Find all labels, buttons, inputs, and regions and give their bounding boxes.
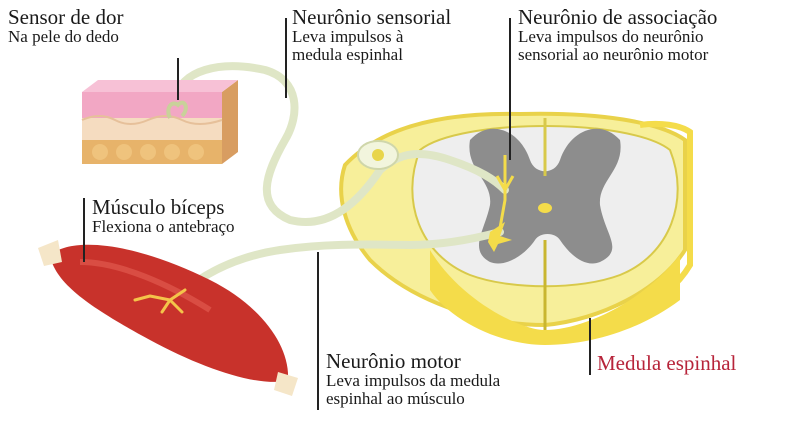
skin-dermis [82,118,222,140]
label-association-neuron: Neurônio de associação Leva impulsos do … [518,6,717,64]
biceps-muscle-body [50,245,288,382]
biceps-muscle [38,240,298,396]
motor-neuron-line2: espinhal ao músculo [326,390,500,408]
spinal-cord-title: Medula espinhal [597,352,736,374]
sensory-neuron-line1: Leva impulsos à [292,28,451,46]
label-sensory-neuron: Neurônio sensorial Leva impulsos à medul… [292,6,451,64]
fat-cell [92,144,108,160]
sensory-neuron-title: Neurônio sensorial [292,6,451,28]
biceps-tendon-top [38,240,62,266]
biceps-subtitle: Flexiona o antebraço [92,218,235,236]
biceps-title: Músculo bíceps [92,196,235,218]
ganglion-cell-body [372,149,384,161]
fat-cell [188,144,204,160]
sensory-neuron-line2: medula espinhal [292,46,451,64]
association-neuron-title: Neurônio de associação [518,6,717,28]
fat-cell [164,144,180,160]
association-neuron-line1: Leva impulsos do neurônio [518,28,717,46]
skin-epidermis [82,92,222,118]
pain-sensor-title: Sensor de dor [8,6,123,28]
biceps-tendon-bottom [274,372,298,396]
fat-cell [140,144,156,160]
skin-section [82,80,238,164]
label-pain-sensor: Sensor de dor Na pele do dedo [8,6,123,46]
central-canal [538,203,552,213]
label-biceps: Músculo bíceps Flexiona o antebraço [92,196,235,236]
label-spinal-cord: Medula espinhal [597,352,736,374]
pain-sensor-subtitle: Na pele do dedo [8,28,123,46]
motor-neuron-title: Neurônio motor [326,350,500,372]
label-motor-neuron: Neurônio motor Leva impulsos da medula e… [326,350,500,408]
skin-side-face [222,80,238,164]
association-neuron-line2: sensorial ao neurônio motor [518,46,717,64]
fat-cell [116,144,132,160]
motor-neuron-line1: Leva impulsos da medula [326,372,500,390]
skin-top-face [82,80,238,92]
